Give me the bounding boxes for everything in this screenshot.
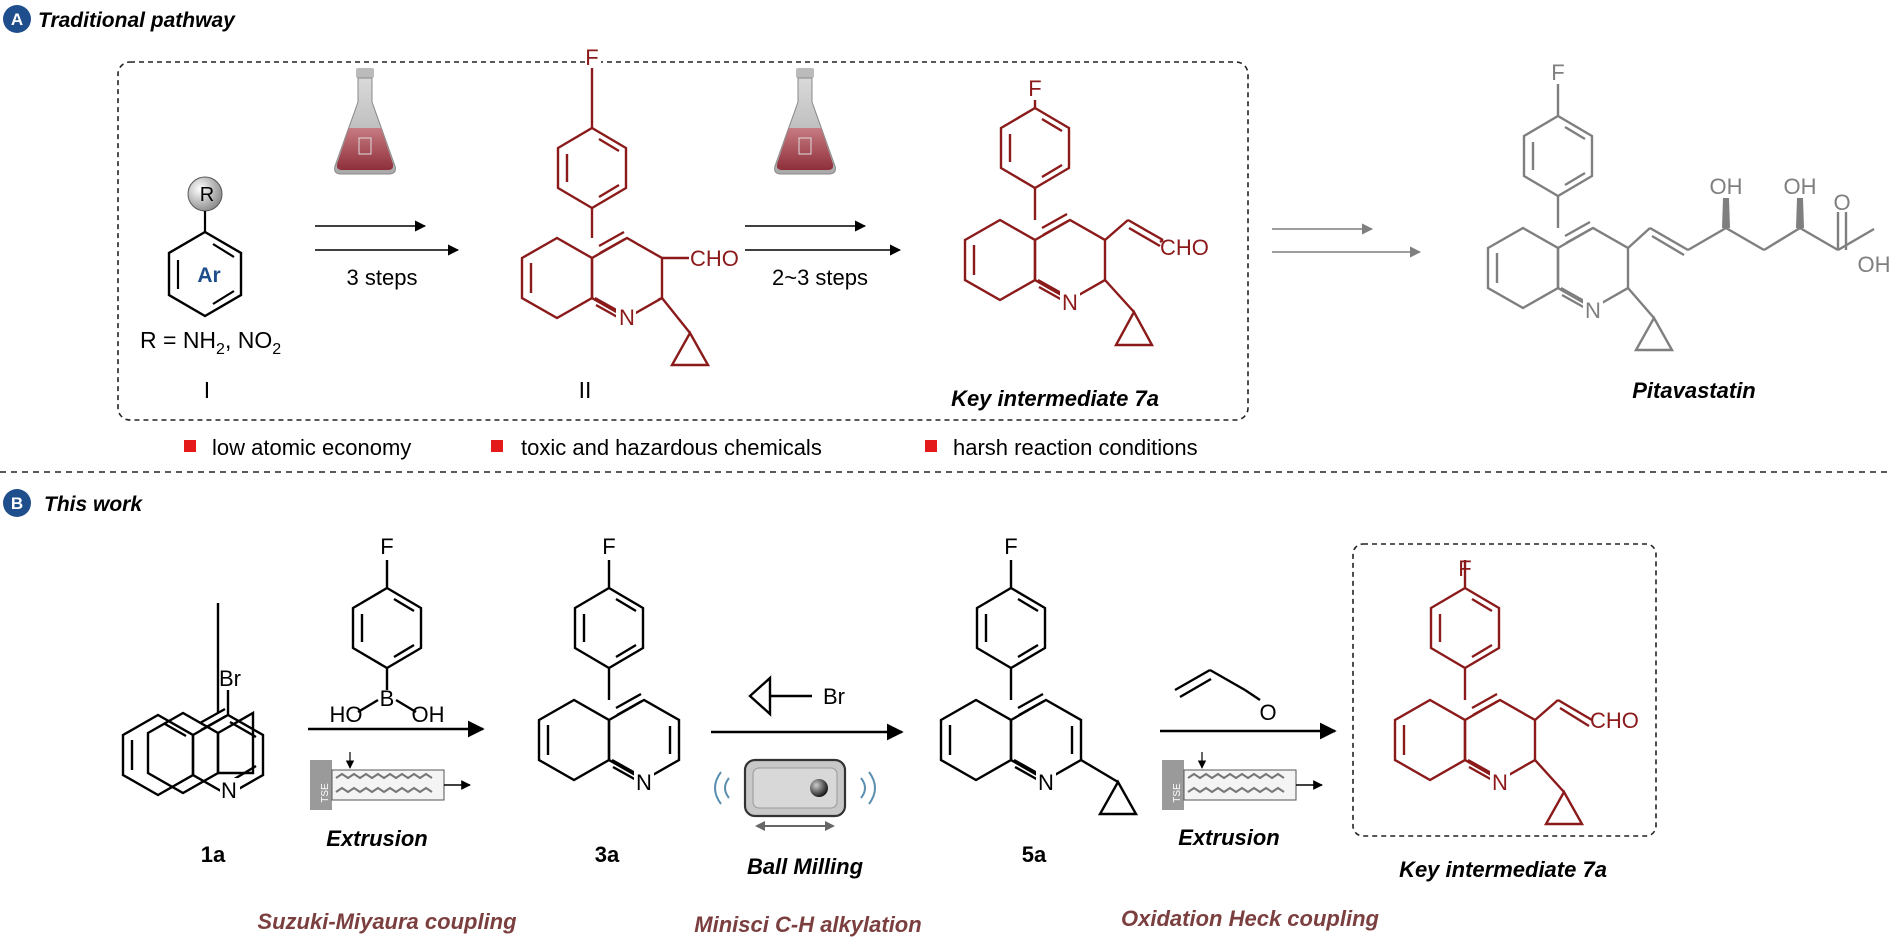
flask-icon [334,68,396,175]
ring-label-Ar: Ar [197,264,220,287]
cho-group: CHO [690,246,739,271]
bullet-icon [925,440,937,452]
drawback-item: low atomic economy [212,435,411,460]
step2-label: 2~3 steps [772,265,868,290]
atom-F: F [1004,534,1017,559]
label-II: II [579,377,592,403]
hydroxyl-group: OH [1784,174,1817,199]
tse-label: TSE [1172,783,1183,803]
key-intermediate-7a-structure [1393,560,1593,826]
twin-screw-extruder-icon: TSE [1162,752,1323,810]
atom-Br: Br [219,666,241,691]
atom-Br: Br [823,684,845,709]
ball-mill-icon [714,758,876,831]
wedge-bond [1796,198,1804,228]
aryl-ring [167,230,243,318]
pitavastatin-label: Pitavastatin [1632,378,1756,403]
atom-F: F [380,534,393,559]
boronic-acid-reagent [351,560,423,714]
drawback-item: toxic and hazardous chemicals [521,435,822,460]
drawbacks-list: low atomic economy toxic and hazardous c… [184,435,1198,460]
label-I: I [204,377,210,403]
compound-label-1a: 1a [201,842,226,867]
atom-N: N [1492,770,1508,795]
carbonyl-oxygen: O [1833,190,1850,215]
atom-F: F [1458,556,1471,581]
reaction-name-heck: Oxidation Heck coupling [1121,906,1379,931]
tse-label: TSE [320,783,331,803]
panel-b-title: This work [44,493,143,516]
cyclopropyl-bromide-reagent [748,675,812,717]
panel-a-dashed-box [117,61,1249,421]
atom-N: N [1585,298,1601,323]
pitavastatin-structure [1486,62,1875,352]
r-definition: R = NH2, NO2 [140,327,281,358]
reaction-name-minisci: Minisci C-H alkylation [694,912,921,937]
step1-label: 3 steps [347,265,418,290]
panel-a-title: Traditional pathway [38,9,236,32]
hydroxyl-group: OH [1710,174,1743,199]
compound-1a [146,603,255,795]
panel-b-badge-circle [3,489,31,517]
atom-N: N [636,770,652,795]
atom-N: N [619,305,635,330]
panel-b-header: B This work [3,489,143,517]
key-intermediate-label: Key intermediate 7a [1399,857,1607,882]
wedge-bond [1722,198,1730,228]
atom-F: F [1028,76,1041,101]
method-extrusion-1: Extrusion [326,826,427,851]
acid-hydroxyl: OH [1858,252,1890,277]
compound-label-3a: 3a [595,842,620,867]
method-extrusion-2: Extrusion [1178,825,1279,850]
flask-icon [774,68,836,175]
bullet-icon [491,440,503,452]
drawback-item: harsh reaction conditions [953,435,1198,460]
atom-F: F [1551,60,1564,85]
method-ball-milling: Ball Milling [747,854,864,879]
atom-N: N [221,778,237,803]
key-intermediate-label: Key intermediate 7a [951,386,1159,411]
panel-a-badge-circle [3,5,31,33]
atom-N: N [1062,290,1078,315]
compound-label-5a: 5a [1022,842,1047,867]
compound-5a [939,560,1139,816]
cho-group: CHO [1590,708,1639,733]
cho-group: CHO [1160,235,1209,260]
compound-II [520,48,711,367]
panel-b-badge: B [11,494,23,513]
atom-F: F [585,45,598,70]
panel-a-badge: A [11,10,23,29]
substituent-label: R [200,184,214,206]
atom-N: N [1038,770,1054,795]
panel-a-header: A Traditional pathway [3,5,236,33]
reaction-name-suzuki: Suzuki-Miyaura coupling [257,909,517,934]
twin-screw-extruder-icon: TSE [310,752,471,810]
compound-3a [537,560,681,783]
panel-b-key-box [1352,543,1657,837]
acrolein-reagent [1174,668,1261,701]
compound-I: R Ar R = NH2, NO2 I [140,176,281,403]
hydroxyl-right: OH [412,702,445,727]
bullet-icon [184,440,196,452]
atom-F: F [602,534,615,559]
atom-B: B [380,686,395,711]
atom-O: O [1259,700,1276,725]
hydroxyl-left: HO [330,702,363,727]
